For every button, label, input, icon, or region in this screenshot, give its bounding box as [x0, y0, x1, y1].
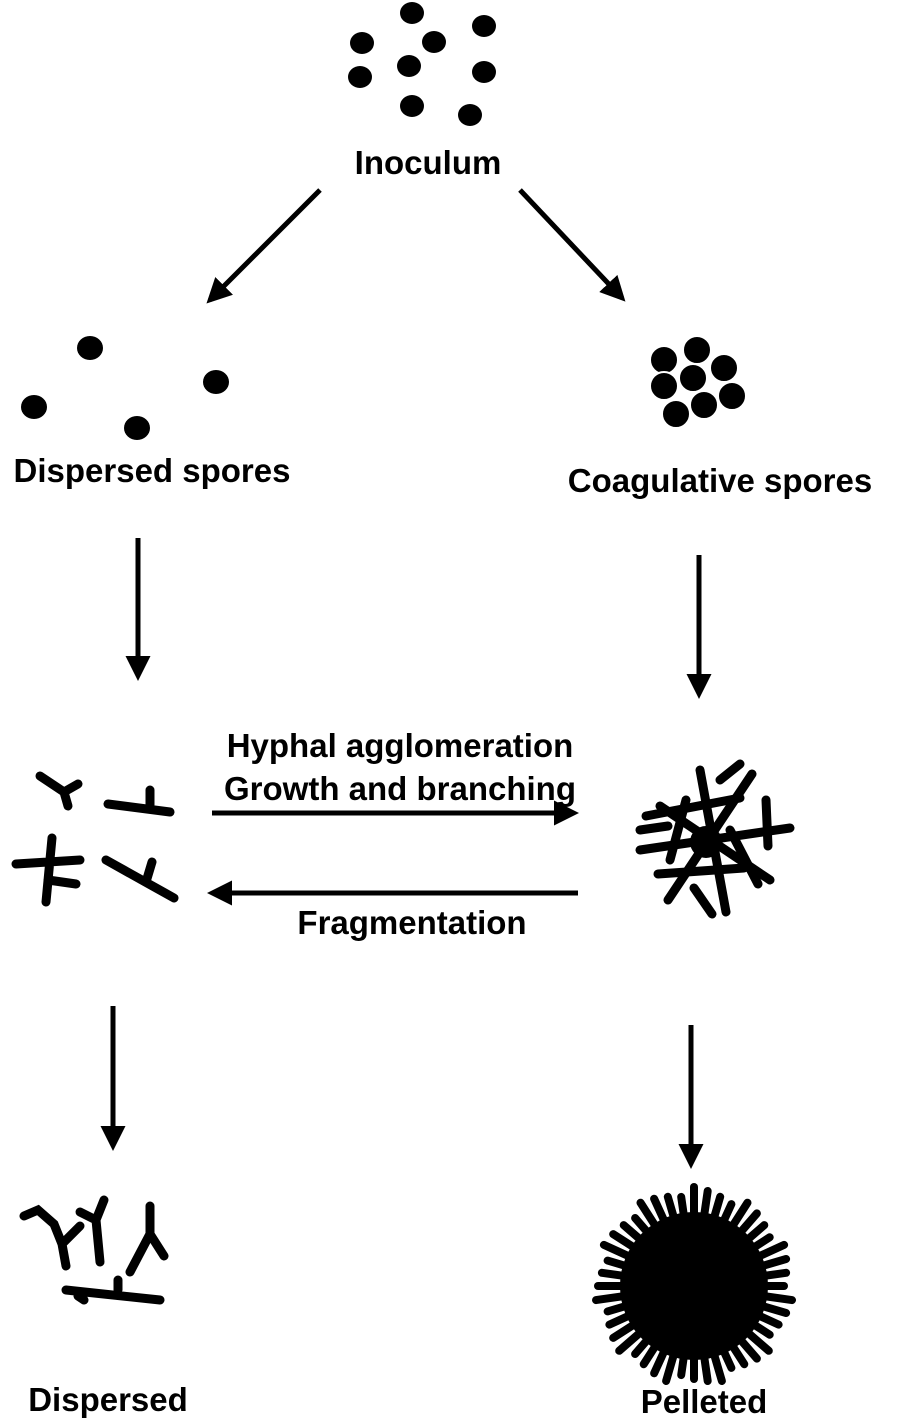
arrow-to-dispersed-spores: [206, 188, 322, 304]
spore: [472, 61, 496, 83]
hypha: [641, 793, 745, 821]
spore: [348, 66, 372, 88]
spore: [21, 395, 47, 419]
spore: [689, 390, 719, 420]
pellet-core: [620, 1212, 768, 1360]
hypha: [19, 1204, 85, 1271]
hypha: [61, 1275, 165, 1305]
coagulative-spores-label: Coagulative spores: [567, 462, 873, 499]
hypha: [725, 825, 763, 889]
network-core: [690, 826, 722, 858]
pellet-spikes: [592, 1183, 796, 1385]
spore: [203, 370, 229, 394]
spore: [709, 353, 739, 383]
spore: [649, 371, 679, 401]
coagulative-spores-group: [649, 335, 747, 429]
spore: [77, 336, 103, 360]
spore: [422, 31, 446, 53]
spore: [678, 363, 708, 393]
dispersed-spores-label: Dispersed spores: [13, 452, 291, 489]
spore: [400, 2, 424, 24]
hypha: [11, 833, 85, 907]
hypha: [75, 1195, 109, 1267]
hypha: [715, 759, 745, 785]
pellet: [592, 1183, 796, 1385]
pelleted-label: Pelleted: [640, 1383, 768, 1420]
spore: [124, 416, 150, 440]
hypha: [653, 863, 749, 879]
arrow-to-coagulative-spores: [518, 188, 626, 302]
spore: [472, 15, 496, 37]
hypha: [103, 785, 175, 817]
growth-branching-label: Growth and branching: [224, 770, 576, 807]
hypha: [35, 771, 83, 811]
hypha: [689, 883, 717, 919]
inoculum-label: Inoculum: [354, 144, 502, 181]
spore: [649, 345, 679, 375]
hypha: [665, 795, 691, 865]
spore: [458, 104, 482, 126]
hypha: [101, 855, 179, 903]
spore: [397, 55, 421, 77]
hypha: [761, 795, 773, 851]
fragmentation-label: Fragmentation: [297, 904, 527, 941]
hypha: [635, 821, 673, 835]
dispersed-spores-group: [21, 336, 229, 440]
spore: [350, 32, 374, 54]
dispersed-label: Dispersed: [28, 1381, 188, 1418]
hyphal-fragments: [11, 771, 179, 907]
dispersed-mycelium: [19, 1195, 169, 1305]
spore: [682, 335, 712, 365]
hyphal-agglomeration-label: Hyphal agglomeration: [226, 727, 574, 764]
hypha: [125, 1201, 169, 1277]
spore: [661, 399, 691, 429]
spore: [400, 95, 424, 117]
spore: [717, 381, 747, 411]
inoculum-spores: [348, 2, 496, 126]
hyphal-network: [635, 759, 795, 919]
